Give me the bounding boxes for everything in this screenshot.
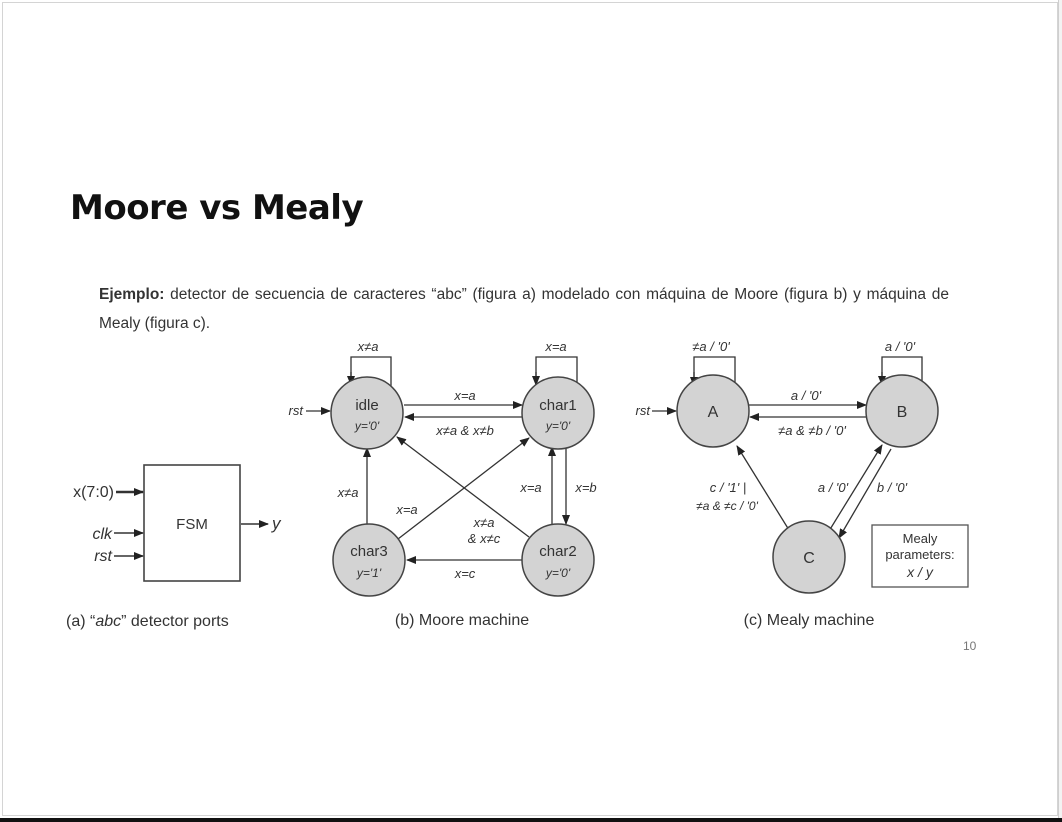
- transition-B-self: [881, 356, 923, 384]
- state-A: A: [676, 374, 750, 448]
- transition-char2-idle: [396, 436, 530, 538]
- label-char2-char1: x=a: [519, 480, 541, 495]
- paragraph-lead: Ejemplo:: [99, 286, 165, 303]
- state-char2-output: y='0': [545, 566, 571, 580]
- state-idle: idle y='0': [330, 376, 404, 450]
- state-char2-name: char2: [539, 543, 577, 560]
- state-char3-name: char3: [350, 543, 388, 560]
- state-C-name: C: [803, 550, 815, 567]
- transition-A-self: [693, 356, 736, 385]
- figure-a-caption: (a) “abc” detector ports: [66, 613, 229, 630]
- figure-a: FSM x(7:0) clk rst y (a) “abc” detector …: [66, 464, 282, 630]
- label-char2-char3: x=c: [454, 566, 476, 581]
- state-char3: char3 y='1': [332, 523, 406, 597]
- output-y-label: y: [271, 514, 282, 533]
- label-B-self: a / '0': [885, 339, 916, 354]
- caption-a-italic: abc: [95, 613, 121, 630]
- transition-B-C: [838, 448, 892, 539]
- state-C: C: [772, 520, 846, 594]
- label-char1-char2: x=b: [574, 480, 596, 495]
- input-x-label: x(7:0): [73, 484, 114, 501]
- state-A-name: A: [708, 404, 719, 421]
- transition-C-A: [736, 445, 790, 531]
- label-char3-idle: x≠a: [337, 485, 359, 500]
- label-C-A-2: ≠a & ≠c / '0': [696, 499, 758, 513]
- caption-a-prefix: (a) “: [66, 613, 95, 630]
- input-rst-label: rst: [94, 548, 112, 565]
- transition-C-B: [828, 444, 883, 532]
- transition-char1-self: [535, 356, 578, 386]
- slide-bottom-bar: [0, 818, 1062, 822]
- label-char3-char1: x=a: [395, 502, 417, 517]
- fsm-block-label: FSM: [176, 516, 208, 533]
- label-idle-char1: x=a: [453, 388, 475, 403]
- label-char1-idle: x≠a & x≠b: [435, 423, 494, 438]
- state-B-name: B: [897, 404, 908, 421]
- caption-a-suffix: ” detector ports: [121, 613, 229, 630]
- label-char2-idle-2: & x≠c: [468, 531, 501, 546]
- figure-c: ≠a / '0' a / '0' a / '0' ≠a & ≠b / '0' b…: [636, 339, 969, 629]
- figure-c-caption: (c) Mealy machine: [744, 612, 875, 629]
- state-B: B: [865, 374, 939, 448]
- label-idle-self: x≠a: [357, 339, 379, 354]
- figure-b: x≠a x=a x=a x≠a & x≠b x=b x=a x=c x≠a & …: [289, 339, 597, 629]
- state-char1-name: char1: [539, 397, 577, 414]
- mealy-parameters-legend: Mealy parameters: x / y: [871, 524, 969, 588]
- state-idle-output: y='0': [354, 419, 380, 433]
- slide-right-edge: [1058, 0, 1062, 818]
- page-number: 10: [963, 639, 977, 653]
- slide-title: Moore vs Mealy: [70, 188, 364, 228]
- state-idle-name: idle: [355, 397, 378, 414]
- label-C-B: a / '0': [818, 480, 849, 495]
- transition-char3-char1: [397, 437, 530, 540]
- legend-line-2: parameters:: [885, 547, 954, 562]
- label-A-B: a / '0': [791, 388, 822, 403]
- label-B-C: b / '0': [877, 480, 908, 495]
- slide-paragraph: Ejemplo: detector de secuencia de caract…: [99, 280, 949, 338]
- label-C-A-1: c / '1' |: [710, 480, 747, 495]
- label-B-A: ≠a & ≠b / '0': [778, 423, 846, 438]
- input-clk-label: clk: [92, 526, 113, 543]
- fsm-block: [143, 464, 241, 582]
- label-char2-idle-1: x≠a: [473, 515, 495, 530]
- legend-line-3: x / y: [906, 564, 934, 580]
- transition-idle-self: [350, 356, 392, 386]
- state-char1: char1 y='0': [521, 376, 595, 450]
- moore-rst-label: rst: [289, 403, 305, 418]
- label-char1-self: x=a: [544, 339, 566, 354]
- state-char3-output: y='1': [356, 566, 382, 580]
- mealy-rst-label: rst: [636, 403, 652, 418]
- paragraph-text: detector de secuencia de caracteres “abc…: [99, 286, 949, 332]
- figure-b-caption: (b) Moore machine: [395, 612, 529, 629]
- label-A-self: ≠a / '0': [692, 339, 730, 354]
- state-char1-output: y='0': [545, 419, 571, 433]
- state-char2: char2 y='0': [521, 523, 595, 597]
- legend-line-1: Mealy: [903, 531, 938, 546]
